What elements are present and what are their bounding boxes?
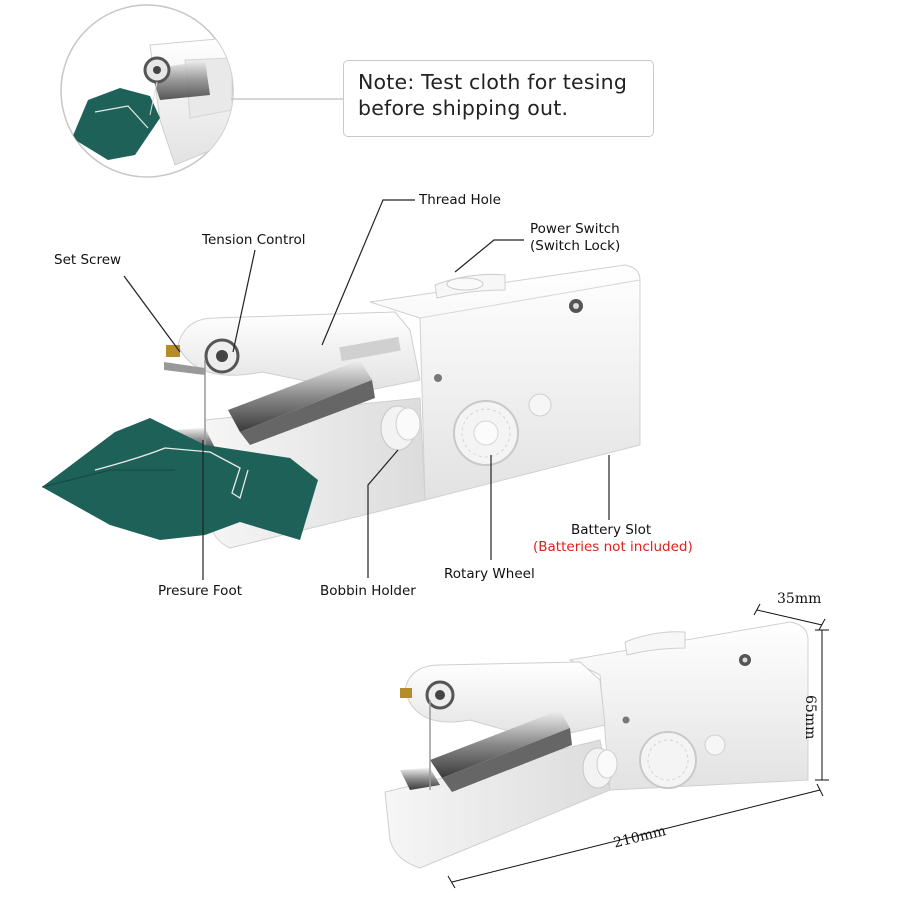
label-battery-slot: Battery Slot (571, 522, 652, 538)
note-box: Note: Test cloth for tesing before shipp… (343, 60, 654, 137)
note-line-1: Note: Test cloth for tesing (358, 70, 628, 94)
label-battery-note: (Batteries not included) (533, 539, 693, 555)
dimension-sewing-machine (384, 621, 809, 869)
dimension-lines (447, 603, 829, 889)
label-presure-foot: Presure Foot (158, 583, 242, 599)
note-line-2: before shipping out. (358, 96, 569, 120)
inset-closeup (60, 4, 234, 178)
label-set-screw: Set Screw (54, 252, 122, 268)
label-bobbin-holder: Bobbin Holder (320, 583, 416, 599)
dimension-depth-label: 35mm (777, 591, 822, 607)
label-thread-hole: Thread Hole (419, 192, 501, 208)
label-power-switch-sub: (Switch Lock) (530, 238, 621, 254)
label-power-switch: Power Switch (530, 221, 620, 237)
label-rotary-wheel: Rotary Wheel (444, 566, 535, 582)
label-tension-control: Tension Control (202, 232, 306, 248)
dimension-height-label: 65mm (802, 695, 818, 740)
main-sewing-machine (41, 264, 641, 549)
callout-lines (123, 199, 610, 580)
